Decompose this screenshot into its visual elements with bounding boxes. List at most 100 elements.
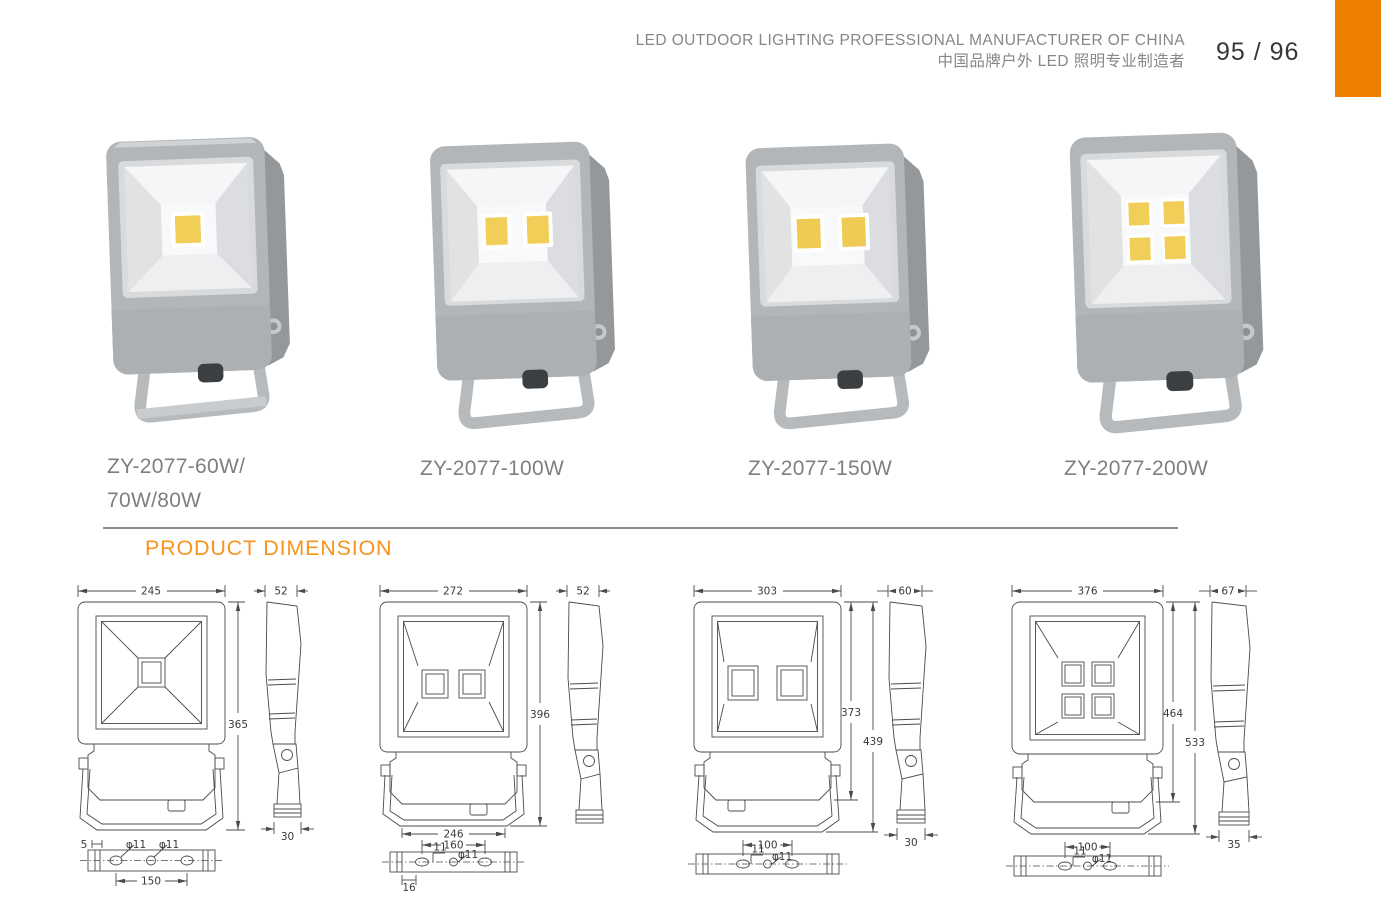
mounting-bracket-view: 100 11 φ11 [1006, 842, 1169, 877]
cable-gland-outline [1111, 801, 1130, 814]
page-number: 95 / 96 [1216, 38, 1300, 66]
product-photo [106, 137, 290, 423]
foot-depth-dim-label: 30 [281, 831, 294, 843]
body-lower-shade [750, 311, 912, 381]
led-chip [792, 214, 826, 253]
edge-offset-dim-label: 16 [402, 882, 416, 894]
mounting-yoke [773, 344, 910, 430]
led-chip [1125, 199, 1153, 229]
side-view: 67 35 [1199, 585, 1262, 851]
hole-spacing-dim-label: 150 [141, 876, 161, 888]
width-dim-label: 245 [141, 586, 161, 598]
side-width-dim-label: 60 [898, 586, 911, 598]
pivot-bolt-center [1242, 327, 1251, 336]
hole-dim-label: φ11 [126, 839, 146, 851]
front-view: 272 396 246 [379, 585, 550, 841]
width-dim-label: 376 [1077, 586, 1097, 598]
body-top-highlight [113, 138, 257, 148]
side-view: 60 30 [877, 585, 938, 849]
cable-gland [1166, 371, 1194, 392]
hole-spacing-dim-label: 100 [757, 840, 777, 852]
led-chip [1161, 232, 1190, 263]
reflector [1086, 155, 1226, 305]
led-chip-outline [1061, 661, 1085, 687]
led-chip-outline [458, 669, 486, 699]
slot-offset-dim-label: 11 [433, 842, 446, 854]
slot-offset-dim-label: 11 [1073, 846, 1086, 858]
product-model-label: ZY-2077-100W [420, 452, 564, 486]
side-view: 52 30 [254, 585, 314, 843]
product-card-zy-2077-100w [408, 120, 636, 450]
cable-gland [837, 369, 863, 390]
header: LED OUTDOOR LIGHTING PROFESSIONAL MANUFA… [636, 30, 1185, 72]
product-model-label: ZY-2077-150W [748, 452, 892, 486]
header-tagline-cn: 中国品牌户外 LED 照明专业制造者 [937, 53, 1185, 70]
body-lower-shade [1075, 309, 1245, 383]
front-view: 376 464 533 [1011, 585, 1205, 835]
product-card-zy-2077-200w [1036, 110, 1298, 455]
header-tagline-en: LED OUTDOOR LIGHTING PROFESSIONAL MANUFA… [635, 32, 1185, 49]
hole-dim-label: φ11 [772, 851, 792, 863]
pivot-bolt-center [269, 322, 278, 331]
led-chip-outline [1091, 661, 1115, 687]
side-width-dim-label: 52 [576, 586, 589, 598]
dimension-drawing-200w: 376 464 533 [986, 582, 1276, 894]
cable-gland [522, 369, 549, 389]
mounting-bracket-view: 160 11 φ11 16 [382, 840, 525, 894]
foot-depth-dim-label: 35 [1227, 839, 1240, 851]
led-chip [1160, 197, 1188, 228]
product-photo [745, 143, 930, 430]
cable-gland-outline [469, 803, 488, 816]
led-chip-outline [421, 669, 449, 699]
divider-line [103, 527, 1178, 529]
hole-dim-label: φ11 [458, 849, 478, 861]
product-card-zy-2077-150w [722, 122, 952, 450]
bottom-width-dim-label: 246 [443, 829, 463, 841]
width-dim-label: 272 [443, 586, 463, 598]
pivot-bolt-center [909, 328, 918, 337]
cable-gland-outline [167, 799, 186, 812]
hole-spacing-dim-label: 100 [1077, 842, 1097, 854]
hole-dim-label: φ11 [1092, 853, 1112, 865]
hole-dim-label: φ11 [159, 839, 179, 851]
product-photo [1069, 132, 1264, 434]
width-dim-label: 303 [757, 586, 777, 598]
foot-depth-dim-label: 30 [904, 837, 917, 849]
reflector [761, 167, 894, 303]
led-chip [481, 212, 512, 250]
body-height-dim-label: 464 [1163, 708, 1183, 720]
led-chip [170, 211, 206, 248]
side-width-dim-label: 52 [274, 586, 287, 598]
dimension-drawing-150w: 303 373 439 60 [666, 582, 956, 894]
front-view: 245 365 [77, 585, 248, 831]
dimension-drawing-60w: 245 365 52 [50, 582, 340, 894]
model-line1: ZY-2077-200W [1064, 457, 1209, 480]
mounting-bracket-view: φ11 φ11 5 150 [80, 839, 223, 888]
model-line2: 70W/80W [107, 489, 202, 512]
led-chip-outline [1091, 693, 1115, 719]
cable-gland-outline [727, 799, 746, 812]
body-height-dim-label: 373 [841, 707, 861, 719]
side-view: 52 [556, 585, 610, 824]
edge-offset-dim-label: 5 [81, 839, 88, 851]
body-lower-shade [111, 304, 272, 375]
mounting-yoke [1099, 343, 1242, 434]
product-card-zy-2077-60w [85, 112, 310, 447]
side-width-dim-label: 67 [1221, 586, 1234, 598]
height-dim-label: 365 [228, 719, 248, 731]
front-view: 303 373 439 [693, 585, 883, 833]
dimension-drawing-100w: 272 396 246 52 [352, 582, 642, 894]
product-model-label: ZY-2077-200W [1064, 452, 1208, 486]
section-title: PRODUCT DIMENSION [145, 536, 393, 560]
overall-height-dim-label: 439 [863, 736, 883, 748]
reflector [446, 165, 579, 302]
product-model-label: ZY-2077-60W/ 70W/80W [107, 450, 245, 518]
hole-spacing-dim-label: 160 [443, 840, 463, 852]
height-dim-label: 396 [530, 709, 550, 721]
led-chip [837, 212, 871, 252]
led-chip-outline [1061, 693, 1085, 719]
cable-gland [197, 363, 224, 383]
model-line1: ZY-2077-100W [420, 457, 565, 480]
led-chip-outline [137, 657, 166, 688]
